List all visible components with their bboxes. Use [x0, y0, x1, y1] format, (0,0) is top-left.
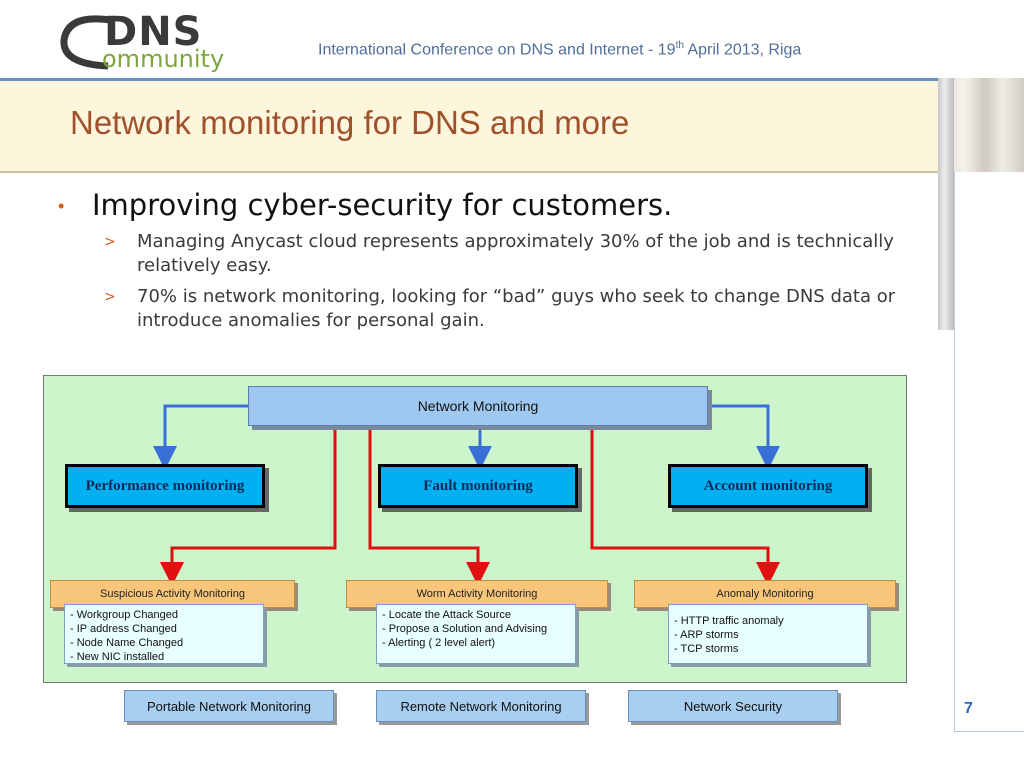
pillar-column: [938, 78, 954, 330]
network-security-box: Network Security: [628, 690, 838, 722]
list-item: - HTTP traffic anomaly: [674, 615, 784, 627]
sub-bullet-text: Managing Anycast cloud represents approx…: [137, 231, 894, 276]
anomaly-list: - HTTP traffic anomaly - ARP storms - TC…: [668, 604, 868, 664]
performance-monitoring-box: Performance monitoring: [65, 464, 265, 508]
sub-bullet-arrow-icon: >: [104, 234, 116, 250]
main-bullet-text: Improving cyber-security for customers.: [92, 188, 673, 222]
list-item: - Locate the Attack Source: [382, 609, 512, 621]
anomaly-monitoring-box: Anomaly Monitoring: [634, 580, 896, 608]
network-monitoring-box: Network Monitoring: [248, 386, 708, 426]
fault-monitoring-box: Fault monitoring: [378, 464, 578, 508]
list-item: - IP address Changed: [70, 623, 177, 635]
sub-bullet-text: 70% is network monitoring, looking for “…: [137, 286, 896, 331]
portable-network-monitoring-box: Portable Network Monitoring: [124, 690, 334, 722]
list-item: - TCP storms: [674, 643, 739, 655]
suspicious-activity-list: - Workgroup Changed - IP address Changed…: [64, 604, 264, 664]
list-item: - Workgroup Changed: [70, 609, 179, 621]
bottom-divider: [954, 731, 1024, 732]
list-item: - Propose a Solution and Advising: [382, 623, 548, 635]
account-monitoring-box: Account monitoring: [668, 464, 868, 508]
logo-community-text: ommunity: [102, 45, 225, 73]
right-divider: [954, 172, 955, 732]
conference-suffix: April 2013, Riga: [683, 41, 802, 59]
worm-activity-list: - Locate the Attack Source - Propose a S…: [376, 604, 576, 664]
suspicious-activity-box: Suspicious Activity Monitoring: [50, 580, 295, 608]
logo-dns-text: DNS: [104, 9, 203, 55]
sub-bullet-arrow-icon: >: [104, 289, 116, 305]
page-number: 7: [964, 700, 973, 717]
list-item: - ARP storms: [674, 629, 739, 641]
remote-network-monitoring-box: Remote Network Monitoring: [376, 690, 586, 722]
logo-arc-icon: [60, 15, 111, 70]
title-bar: [0, 81, 938, 173]
slide-title: Network monitoring for DNS and more: [70, 104, 630, 141]
conference-sup: th: [675, 40, 684, 51]
slide-header: DNS ommunity International Conference on…: [0, 0, 1024, 81]
list-item: - Node Name Changed: [70, 637, 184, 649]
dns-community-logo: DNS ommunity: [58, 10, 238, 74]
list-item: - New NIC installed: [70, 651, 165, 663]
bullet-dot-icon: •: [58, 196, 65, 216]
conference-prefix: International Conference on DNS and Inte…: [318, 41, 676, 59]
list-item: - Alerting ( 2 level alert): [382, 637, 496, 649]
conference-info: International Conference on DNS and Inte…: [318, 40, 801, 59]
